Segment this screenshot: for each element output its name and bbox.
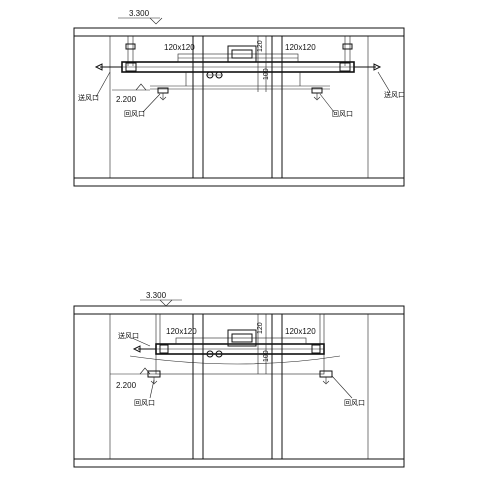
upper-elevation-bottom: 2.200 <box>112 83 150 104</box>
upper-elevation-top: 3.300 <box>118 9 163 25</box>
svg-text:2.200: 2.200 <box>116 95 137 104</box>
lower-elevation-top: 3.300 <box>140 291 182 307</box>
upper-view: 3.300 <box>73 9 405 187</box>
upper-dim-100: 100 <box>263 68 270 80</box>
lower-main-duct <box>129 343 341 365</box>
lower-top-slab <box>73 305 405 315</box>
upper-bottom-slab <box>73 177 405 187</box>
lower-fan-unit <box>175 329 307 358</box>
upper-label-supply-right: 送风口 <box>384 90 405 99</box>
lower-dim-120: 120 <box>257 322 264 334</box>
lower-duct-size-right: 120x120 <box>285 327 316 336</box>
upper-label-return-left: 回风口 <box>124 110 145 118</box>
upper-duct-size-right: 120x120 <box>285 43 316 52</box>
upper-dim-120: 120 <box>257 40 264 52</box>
upper-top-slab <box>73 27 405 37</box>
upper-duct-size-left: 120x120 <box>164 43 195 52</box>
lower-label-supply-left: 送风口 <box>118 331 139 340</box>
lower-label-return-left: 回风口 <box>134 399 155 407</box>
lower-dim-100: 100 <box>263 350 270 362</box>
lower-duct-size-left: 120x120 <box>166 327 197 336</box>
svg-text:3.300: 3.300 <box>146 291 167 300</box>
upper-main-duct <box>94 61 382 73</box>
upper-label-return-right: 回风口 <box>332 110 353 118</box>
upper-label-supply-left: 送风口 <box>78 93 99 102</box>
upper-column-left <box>192 35 204 179</box>
lower-column-right <box>271 313 283 460</box>
lower-label-return-right: 回风口 <box>344 399 365 407</box>
upper-column-right <box>271 35 283 179</box>
svg-text:2.200: 2.200 <box>116 381 137 390</box>
svg-text:3.300: 3.300 <box>129 9 150 18</box>
upper-fan-unit <box>150 45 330 90</box>
lower-view: 3.300 120x120 120x120 120 100 <box>73 291 405 468</box>
lower-bottom-slab <box>73 458 405 468</box>
